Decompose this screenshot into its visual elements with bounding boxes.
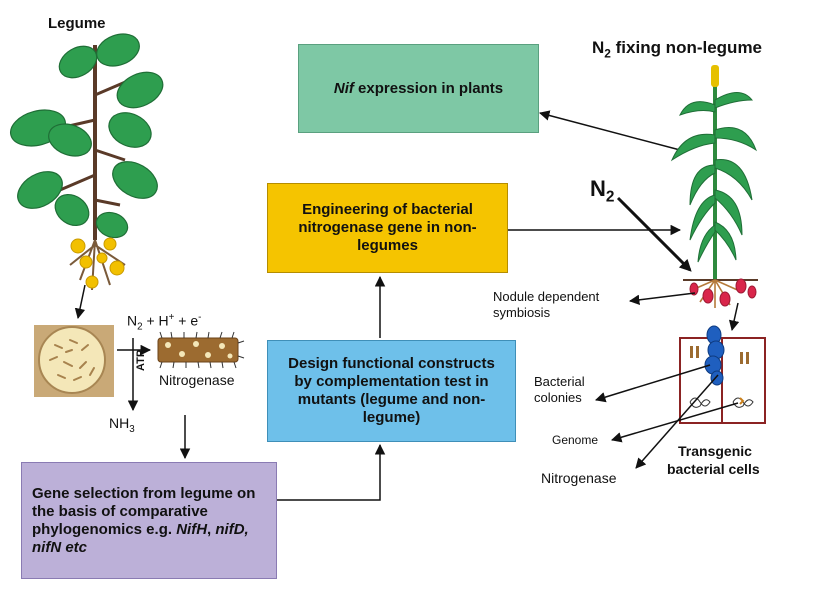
nodule-cross-section <box>34 325 114 397</box>
nh3-label: NH3 <box>109 415 135 435</box>
arrow-gene-to-design <box>277 443 386 501</box>
reaction-equation: N2 + H+ + e- <box>127 312 202 333</box>
nodule-symbiosis-label-line2: symbiosis <box>493 305 551 320</box>
transgenic-bacterial-cells-illustration <box>679 325 766 424</box>
legume-title: Legume <box>48 15 106 32</box>
genome-label: Genome <box>552 433 599 447</box>
arrow-plant-to-nif <box>538 110 681 151</box>
arrow-roots-to-cells <box>728 302 740 332</box>
engineering-box: Engineering of bacterial nitrogenase gen… <box>267 183 508 273</box>
atp-label: ATP <box>135 349 147 371</box>
nitrogenase-label: Nitrogenase <box>159 372 235 388</box>
bacterial-colonies-label-line1: Bacterial <box>534 374 585 389</box>
bacterial-colonies-label-line2: colonies <box>534 390 582 405</box>
transgenic-label-line1: Transgenic <box>678 443 752 459</box>
n2-label: N2 <box>590 176 615 206</box>
legume-plant-illustration <box>9 33 164 291</box>
arrow-to-nodule-label <box>628 292 696 306</box>
design-constructs-box: Design functional constructs by compleme… <box>267 340 516 442</box>
arrow-to-genome <box>610 402 739 443</box>
nitrogenase-enzyme-icon <box>157 331 245 369</box>
nonlegume-title: N2 fixing non-legume <box>592 38 763 61</box>
gene-selection-box: Gene selection from legume on the basis … <box>21 462 277 579</box>
nif-expression-box: Nif expression in plants <box>298 44 539 133</box>
arrow-n2-to-roots <box>616 196 692 272</box>
nitrogenase-label-right: Nitrogenase <box>541 470 617 486</box>
nonlegume-plant-illustration <box>670 65 758 308</box>
arrow-legume-to-nodule <box>74 284 86 320</box>
nodule-symbiosis-label-line1: Nodule dependent <box>493 289 600 304</box>
transgenic-label-line2: bacterial cells <box>667 461 760 477</box>
arrow-to-bacterial-colonies <box>594 364 711 403</box>
arrow-to-nitrogenase <box>635 374 719 469</box>
